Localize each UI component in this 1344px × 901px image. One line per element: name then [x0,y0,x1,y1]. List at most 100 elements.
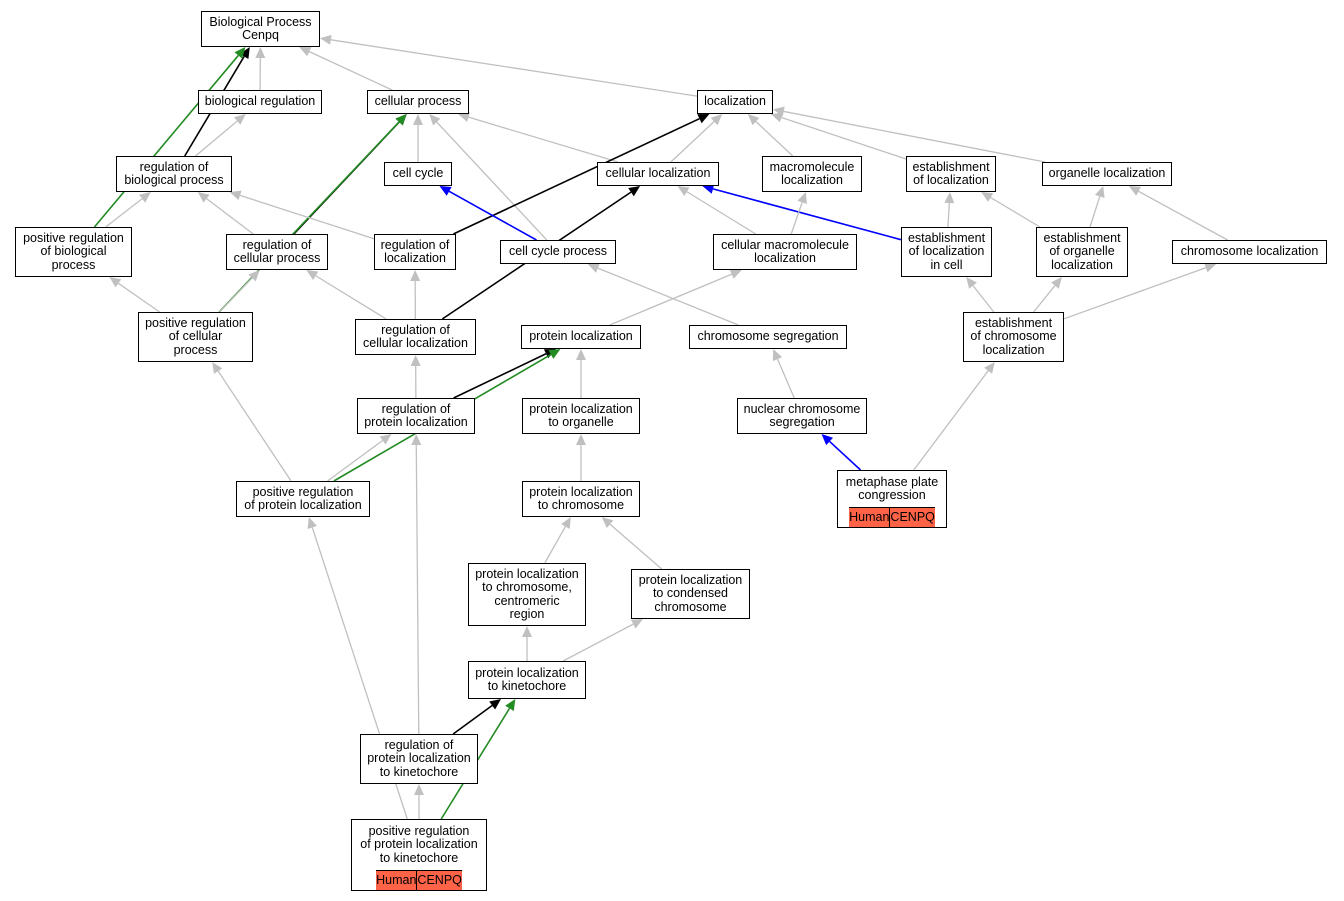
node-cell-cycle-process[interactable]: cell cycle process [500,240,616,264]
arrowhead-reg_cell_loc-to-reg_cell_proc [306,270,319,280]
arrowhead-est_chrom_loc-to-est_loc_cell [966,277,977,289]
arrowhead-nuc_chrom_seg-to-chrom_seg [772,349,783,362]
arrowhead-reg_loc-to-reg_bio [229,190,242,201]
node-localization[interactable]: localization [697,90,773,114]
node-regulation-of-cellular-localization[interactable]: regulation of cellular localization [355,319,476,355]
node-protein-localization[interactable]: protein localization [521,325,641,349]
edge-pos_reg_cell-to-reg_cell_proc [219,277,253,313]
arrowhead-chrom_seg-to-cc_proc [587,263,600,273]
arrowhead-est_chrom_loc-to-chrom_loc [1204,263,1217,273]
node-regulation-of-protein-localization[interactable]: regulation of protein localization [357,398,475,434]
arrowhead-est_org_loc-to-est_loc [981,192,994,202]
arrowhead-prot_loc_chrom-to-prot_loc_org [576,434,586,445]
edge-reg_prot_loc_kin-to-reg_prot_loc [415,444,420,735]
arrowhead-reg_prot_loc_kin-to-prot_loc_kin [489,699,501,710]
edge-pos_reg_bio-to-bp [93,54,239,228]
edge-pos_reg_cell-to-pos_reg_bio [118,282,160,313]
node-cellular-process[interactable]: cellular process [367,90,469,114]
node-nuclear-chromosome-segregation[interactable]: nuclear chromosome segregation [737,398,867,434]
arrowhead-metaphase-to-nuc_chrom_seg [821,434,833,446]
node-chromosome-segregation[interactable]: chromosome segregation [689,325,847,349]
edge-reg_loc-to-loc [453,117,700,235]
edge-pos_reg_prot_loc-to-pos_reg_cell [217,370,292,482]
edge-est_chrom_loc-to-chrom_loc [1063,267,1207,320]
node-cellular-macromolecule-localization[interactable]: cellular macromolecule localization [713,234,857,270]
arrowhead-metaphase-to-est_chrom_loc [984,362,995,374]
arrowhead-reg_cell_loc-to-cell_loc [628,186,641,197]
node-establishment-of-localization[interactable]: establishment of localization [906,156,996,192]
node-cell-cycle[interactable]: cell cycle [384,162,452,186]
node-metaphase-plate-congression[interactable]: metaphase plate congression Human CENPQ [837,470,947,528]
node-label: positive regulation of protein localizat… [360,823,478,865]
node-label: metaphase plate congression [845,474,939,502]
edge-reg_prot_loc-to-prot_loc [453,353,547,399]
node-protein-localization-to-organelle[interactable]: protein localization to organelle [522,398,640,434]
edge-cell_loc-to-cell_proc [468,116,619,163]
arrowhead-pos_reg_prot_loc-to-pos_reg_cell [212,362,223,374]
arrowhead-prot_loc_kin-to-prot_loc_cent [522,626,532,637]
arrowhead-reg_prot_loc-to-reg_cell_loc [410,355,421,366]
node-positive-regulation-of-biological-process[interactable]: positive regulation of biological proces… [15,227,132,277]
node-protein-localization-to-chromosome[interactable]: protein localization to chromosome [522,481,640,517]
node-positive-regulation-of-cellular-process[interactable]: positive regulation of cellular process [138,312,253,362]
edge-pos_reg_bio-to-reg_bio [105,198,143,228]
node-protein-localization-to-kinetochore[interactable]: protein localization to kinetochore [468,661,586,699]
edge-est_chrom_loc-to-est_loc_cell [972,285,995,313]
arrowhead-pos_reg_cell-to-reg_cell_proc [248,270,260,282]
arrowhead-pos_reg_bio-to-bp [234,47,246,59]
arrowhead-pos_reg_prot_loc-to-prot_loc [548,349,561,359]
node-biological-process-root[interactable]: Biological Process Cenpq [201,11,320,47]
arrowhead-prot_loc-to-cell_macro_loc [729,269,742,279]
node-cellular-localization[interactable]: cellular localization [597,162,719,186]
node-protein-localization-to-centromeric-region[interactable]: protein localization to chromosome, cent… [468,563,586,626]
node-macromolecule-localization[interactable]: macromolecule localization [762,156,862,192]
edge-chrom_seg-to-cc_proc [597,267,739,326]
edge-loc-to-bp [330,39,698,97]
edge-est_loc-to-loc [781,116,907,160]
arrowhead-reg_bio-to-biol_reg [234,114,246,125]
arrowhead-cell_macro_loc-to-cell_loc [677,186,690,196]
node-regulation-of-biological-process[interactable]: regulation of biological process [116,156,232,192]
node-establishment-of-chromosome-localization[interactable]: establishment of chromosome localization [963,312,1064,362]
node-organelle-localization[interactable]: organelle localization [1042,162,1172,186]
edge-cell_macro_loc-to-macro_loc [790,202,803,235]
arrowhead-cell_macro_loc-to-macro_loc [797,192,807,204]
edge-prot_loc-to-cell_macro_loc [609,273,732,326]
edge-reg_bio-to-biol_reg [195,120,238,157]
edge-reg_loc-to-reg_bio [239,194,375,240]
arrowhead-reg_cell_loc-to-reg_loc [410,270,421,281]
node-biological-regulation[interactable]: biological regulation [198,90,322,114]
edge-cc_proc-to-cell_cycle [448,190,537,241]
edge-cell_loc-to-loc [670,121,715,163]
edge-est_loc_cell-to-est_loc [947,202,950,228]
arrowhead-cell_loc-to-cell_proc [458,112,470,122]
arrowhead-est_loc_cell-to-est_loc [944,192,955,204]
edge-est_org_loc-to-org_loc [1089,196,1101,228]
node-chromosome-localization[interactable]: chromosome localization [1172,240,1327,264]
node-protein-localization-to-condensed-chromosome[interactable]: protein localization to condensed chromo… [631,569,750,619]
edge-reg_prot_loc_kin-to-prot_loc_kin [452,704,493,735]
gene-tag: CENPQ [417,872,462,887]
node-regulation-of-localization[interactable]: regulation of localization [374,234,456,270]
arrowhead-est_loc-to-loc [771,112,783,123]
arrowhead-org_loc-to-loc [773,106,785,117]
species-tag: Human [376,871,418,890]
arrowhead-reg_loc-to-loc [697,114,710,124]
edge-est_loc_cell-to-cell_loc [712,188,902,241]
gene-tag: CENPQ [890,509,935,524]
node-positive-regulation-of-protein-localization-to-kinetochore[interactable]: positive regulation of protein localizat… [351,819,487,891]
edge-org_loc-to-loc [783,110,1046,163]
edge-cell_proc-to-bp [309,51,393,91]
node-establishment-of-localization-in-cell[interactable]: establishment of localization in cell [901,227,992,277]
arrowhead-cc_proc-to-cell_cycle [439,186,452,196]
edge-reg_cell_loc-to-reg_cell_proc [315,275,387,320]
arrowhead-loc-to-bp [320,34,332,45]
node-establishment-of-organelle-localization[interactable]: establishment of organelle localization [1036,227,1128,277]
node-regulation-of-protein-localization-to-kinetochore[interactable]: regulation of protein localization to ki… [360,734,478,784]
edge-est_chrom_loc-to-est_org_loc [1033,285,1056,313]
node-regulation-of-cellular-process[interactable]: regulation of cellular process [226,234,328,270]
edge-metaphase-to-nuc_chrom_seg [829,440,862,471]
node-positive-regulation-of-protein-localization[interactable]: positive regulation of protein localizat… [236,481,370,517]
arrowhead-pos_reg_cell-to-cell_proc [395,114,407,126]
